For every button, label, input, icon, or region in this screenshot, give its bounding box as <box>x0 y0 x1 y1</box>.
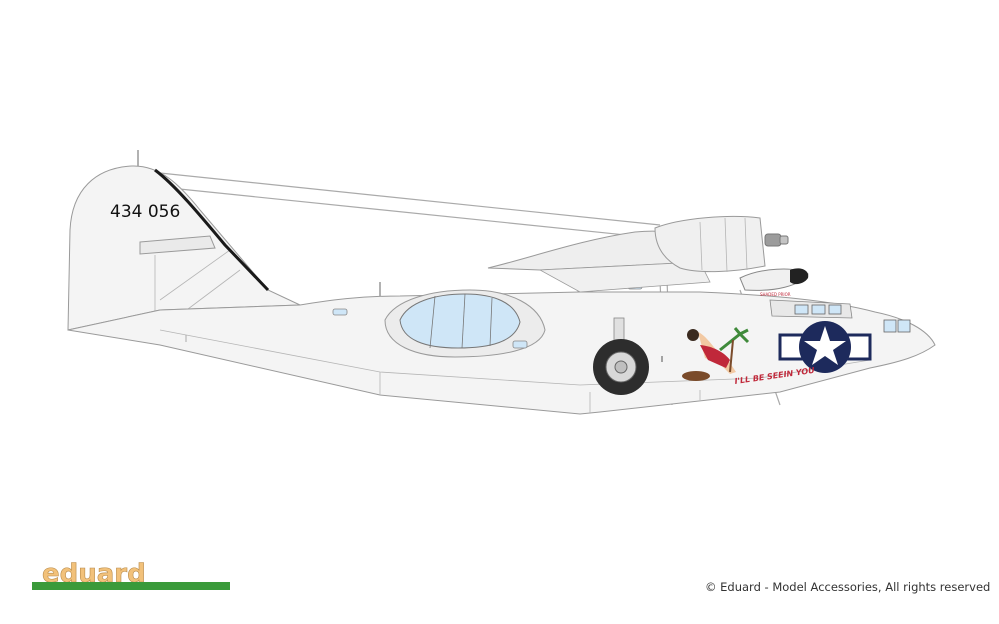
serial-number: 434 056 <box>110 202 180 222</box>
rudder-lines <box>154 249 241 320</box>
main-landing-gear <box>593 317 649 395</box>
porthole <box>332 308 348 316</box>
nose-turret <box>883 319 911 333</box>
nacelle-panels <box>699 217 748 273</box>
wing-underside <box>538 261 711 293</box>
copyright-notice: © Eduard - Model Accessories, All rights… <box>705 580 991 594</box>
us-insignia <box>778 321 872 373</box>
horizontal-stabilizer <box>139 235 216 255</box>
porthole <box>512 340 528 349</box>
propeller-hub <box>764 233 782 247</box>
waist-blister-glass <box>399 293 521 349</box>
hull-lines <box>159 329 871 413</box>
engine-nacelle <box>654 215 766 273</box>
cockpit-marking: SHADED PRIOR <box>760 292 791 297</box>
eduard-logo: eduard <box>32 559 230 592</box>
float-nose <box>790 268 809 285</box>
eduard-logo-bar <box>32 582 230 590</box>
blister-frames <box>429 293 493 349</box>
cockpit-windows <box>794 304 842 315</box>
propeller-spinner <box>779 235 789 245</box>
nose-art-figure <box>682 327 750 381</box>
fin-antenna-wire <box>154 168 270 292</box>
